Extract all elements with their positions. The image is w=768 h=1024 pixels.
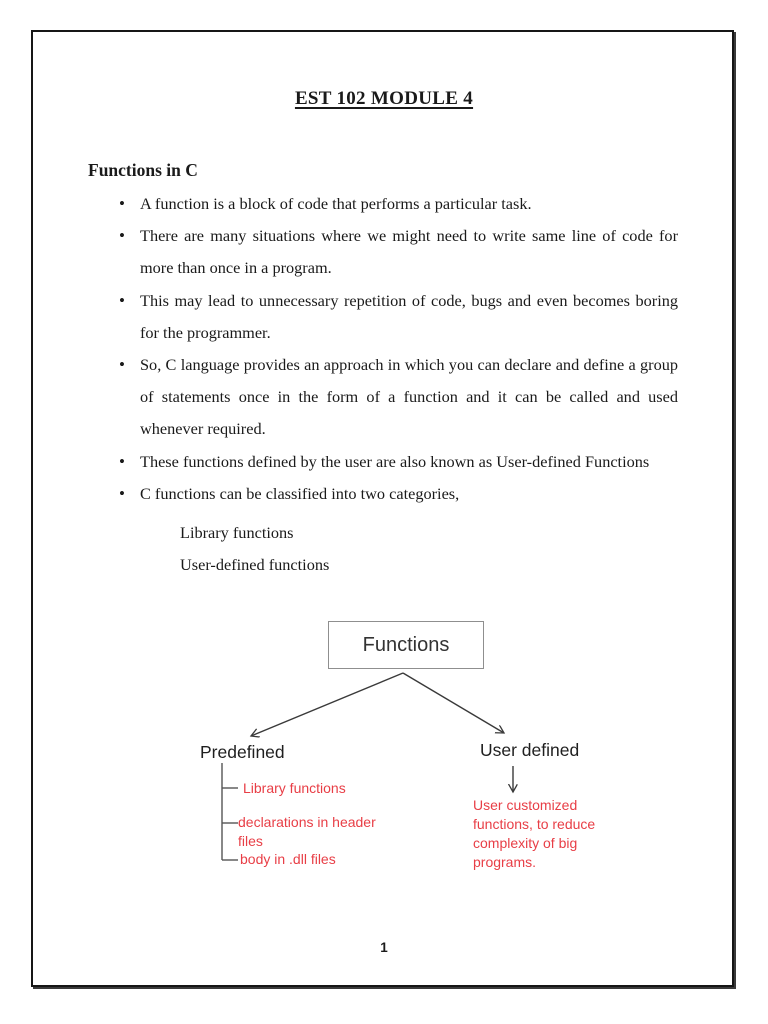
user-defined-note: User customized functions, to reduce com…	[473, 797, 596, 870]
bullet-item: These functions defined by the user are …	[117, 446, 678, 478]
bullet-item: There are many situations where we might…	[117, 220, 678, 284]
category-item: Library functions	[180, 523, 294, 542]
bullet-item: This may lead to unnecessary repetition …	[117, 285, 678, 349]
page-number: 1	[380, 940, 388, 955]
bullet-item: So, C language provides an approach in w…	[117, 349, 678, 446]
page-title: EST 102 MODULE 4	[294, 88, 474, 109]
predefined-item: body in .dll files	[240, 851, 336, 867]
diagram-connectors	[221, 672, 600, 861]
category-list: Library functions User-defined functions	[180, 517, 329, 582]
category-item: User-defined functions	[180, 555, 330, 575]
predefined-item: declarations in header files	[238, 814, 376, 849]
section-heading: Functions in C	[88, 160, 198, 180]
branch-label-predefined: Predefined	[200, 742, 285, 762]
bullet-item: C functions can be classified into two c…	[117, 478, 678, 510]
bullet-list: A function is a block of code that perfo…	[117, 188, 678, 510]
bullet-item: A function is a block of code that perfo…	[117, 188, 678, 220]
diagram-root-label: Functions	[362, 633, 450, 656]
predefined-item: Library functions	[243, 780, 346, 796]
page-border	[31, 30, 734, 987]
branch-label-user-defined: User defined	[480, 740, 580, 760]
diagram-root-box: Functions	[328, 621, 484, 669]
